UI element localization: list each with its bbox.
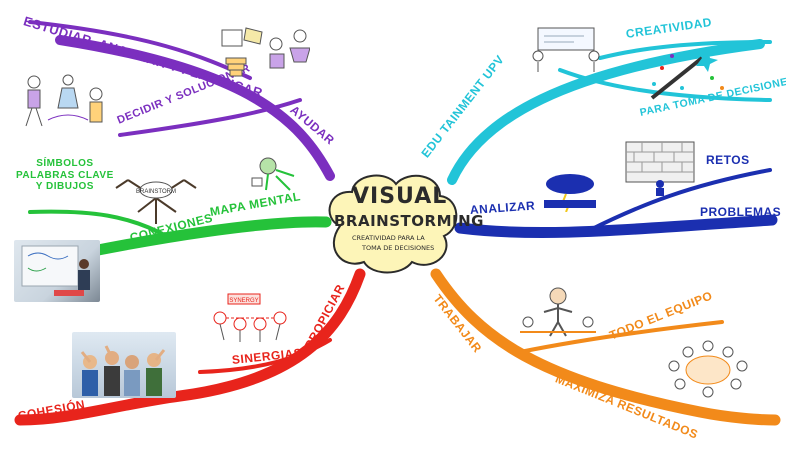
wall-challenge-sketch: [622, 138, 698, 198]
central-title-visual: VISUAL: [352, 184, 447, 209]
synergy-sketch: SYNERGY: [210, 292, 298, 344]
branch-analizar: [460, 220, 772, 233]
brain-tree-sketch: BRAINSTORM: [108, 168, 204, 226]
central-topic: VISUAL BRAINSTORMING CREATIVIDAD PARA LA…: [322, 168, 460, 278]
label-retos: RETOS: [706, 154, 750, 166]
magic-wand-sketch: [642, 48, 732, 104]
circle-team-sketch: [660, 336, 756, 400]
synergy-word: SYNERGY: [229, 298, 258, 304]
storm-cloud-sketch: [540, 170, 600, 212]
central-title-brainstorming: BRAINSTORMING: [334, 212, 484, 230]
team-hands-sketch: [514, 282, 602, 342]
photo-whiteboard: [14, 240, 100, 302]
team-people-icon: [72, 332, 176, 398]
mind-map-mini-sketch: [246, 156, 308, 196]
label-problemas: PROBLEMAS: [700, 206, 781, 218]
study-sketch: [220, 24, 310, 82]
photo-team: [72, 332, 176, 398]
whiteboard-person-icon: [14, 240, 100, 302]
brain-tree-word: BRAINSTORM: [136, 189, 176, 195]
central-subtitle-2: TOMA DE DECISIONES: [362, 244, 434, 252]
decide-sketch: [18, 72, 110, 136]
label-simbolos: SÍMBOLOS PALABRAS CLAVE Y DIBUJOS: [16, 158, 114, 193]
central-subtitle-1: CREATIVIDAD PARA LA: [352, 234, 425, 242]
certificate-sketch: [530, 26, 600, 74]
